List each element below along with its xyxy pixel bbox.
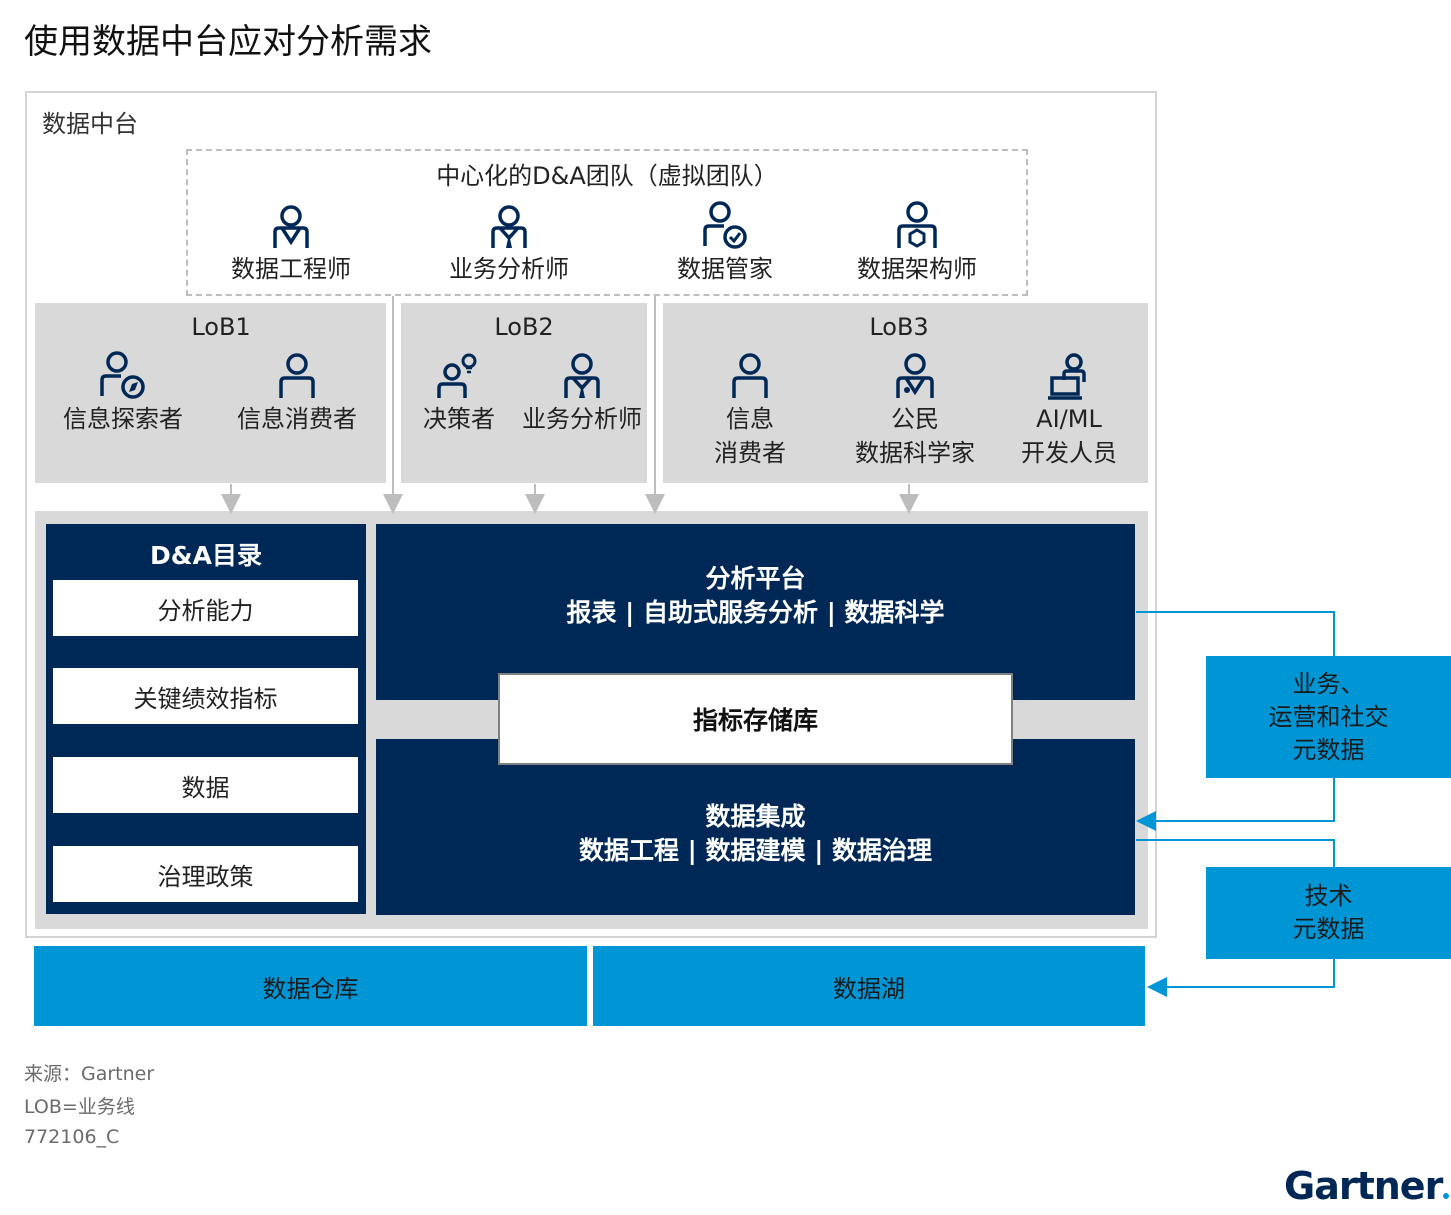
person-icon — [732, 353, 768, 398]
role-label-line1: 公民 — [891, 405, 939, 433]
footer-source: 来源：Gartner — [24, 1063, 155, 1085]
data-integration-title: 数据集成 — [705, 802, 806, 831]
role-label-line1: 信息 — [726, 405, 774, 433]
role-label-line1: AI/ML — [1036, 405, 1102, 433]
business-metadata-box: 业务、 运营和社交 元数据 — [1206, 656, 1451, 778]
lob3-role-aiml-developer: AI/ML 开发人员 — [1004, 352, 1134, 470]
central-team-title: 中心化的D&A团队（虚拟团队） — [436, 162, 778, 190]
data-warehouse-box: 数据仓库 — [34, 946, 587, 1026]
person-idea-icon — [437, 353, 477, 398]
analytics-platform-box — [376, 524, 1135, 700]
role-label: 业务分析师 — [449, 255, 569, 283]
role-data-engineer: 数据工程师 — [206, 204, 376, 286]
business-metadata-line2: 运营和社交 — [1268, 702, 1389, 731]
role-label-line2: 开发人员 — [1021, 439, 1117, 467]
footer-note: LOB=业务线 — [24, 1096, 135, 1118]
data-platform-label: 数据中台 — [42, 110, 138, 138]
lob3-role-info-consumer: 信息 消费者 — [690, 352, 810, 470]
line-analytics-to-business-metadata — [1136, 611, 1335, 656]
role-data-architect: 数据架构师 — [832, 200, 1002, 286]
role-label: 决策者 — [423, 405, 495, 433]
lob1-panel — [35, 303, 386, 483]
lob1-role-info-explorer: 信息探索者 — [48, 350, 198, 436]
technical-metadata-line1: 技术 — [1304, 882, 1353, 910]
footer-id: 772106_C — [24, 1126, 120, 1148]
data-integration-capabilities: 数据工程 | 数据建模 | 数据治理 — [578, 836, 933, 865]
lob1-role-info-consumer: 信息消费者 — [222, 352, 372, 436]
role-label: 信息消费者 — [237, 405, 357, 433]
role-label-line2: 消费者 — [714, 439, 786, 467]
role-label: 信息探索者 — [63, 405, 183, 433]
lob1-title: LoB1 — [191, 313, 251, 341]
lob2-role-business-analyst: 业务分析师 — [512, 352, 652, 436]
lob3-title: LoB3 — [869, 313, 929, 341]
line-integration-to-technical-metadata — [1136, 839, 1335, 867]
person-compass-icon — [100, 351, 145, 399]
lob2-panel — [401, 303, 647, 483]
catalog-item-kpi: 关键绩效指标 — [53, 668, 358, 724]
logo-dot — [1443, 1193, 1450, 1199]
analytics-platform-capabilities: 报表 | 自助式服务分析 | 数据科学 — [566, 598, 945, 627]
person-icon — [279, 353, 315, 398]
business-metadata-line3: 元数据 — [1292, 735, 1365, 764]
lob2-role-decision-maker: 决策者 — [412, 352, 506, 436]
person-check-icon — [703, 201, 747, 249]
data-integration-box — [376, 739, 1135, 915]
arrow-business-metadata-to-integration — [1136, 778, 1335, 831]
role-label: 数据管家 — [677, 255, 773, 283]
business-metadata-line1: 业务、 — [1292, 669, 1365, 698]
central-team-box — [186, 149, 1028, 296]
person-engineer-icon — [273, 205, 309, 248]
metrics-store-box: 指标存储库 — [498, 673, 1013, 765]
da-catalog-title: D&A目录 — [150, 541, 262, 570]
logo-text: Gartner — [1284, 1164, 1443, 1208]
person-architect-icon — [897, 201, 937, 248]
role-business-analyst: 业务分析师 — [424, 204, 594, 286]
role-label-line2: 数据科学家 — [855, 439, 975, 467]
lob3-role-citizen-data-scientist: 公民 数据科学家 — [840, 352, 990, 470]
data-lake-box: 数据湖 — [593, 946, 1145, 1026]
role-label: 数据架构师 — [857, 255, 977, 283]
catalog-item-analytics-capability: 分析能力 — [53, 580, 358, 636]
person-analyst-icon — [564, 353, 600, 398]
person-analyst-icon — [491, 205, 527, 248]
person-laptop-icon — [1048, 353, 1086, 400]
role-label: 数据工程师 — [231, 255, 351, 283]
person-scientist-icon — [896, 353, 934, 398]
catalog-item-governance-policy: 治理政策 — [53, 846, 358, 902]
catalog-item-data: 数据 — [53, 757, 358, 813]
page-title: 使用数据中台应对分析需求 — [24, 22, 432, 62]
role-data-steward: 数据管家 — [640, 200, 810, 286]
gartner-logo: Gartner — [1284, 1164, 1450, 1208]
role-label: 业务分析师 — [522, 405, 642, 433]
technical-metadata-line2: 元数据 — [1292, 915, 1365, 943]
technical-metadata-box: 技术 元数据 — [1206, 867, 1451, 959]
arrow-technical-metadata-to-lake — [1147, 959, 1335, 997]
lob2-title: LoB2 — [494, 313, 554, 341]
analytics-platform-title: 分析平台 — [705, 564, 806, 593]
